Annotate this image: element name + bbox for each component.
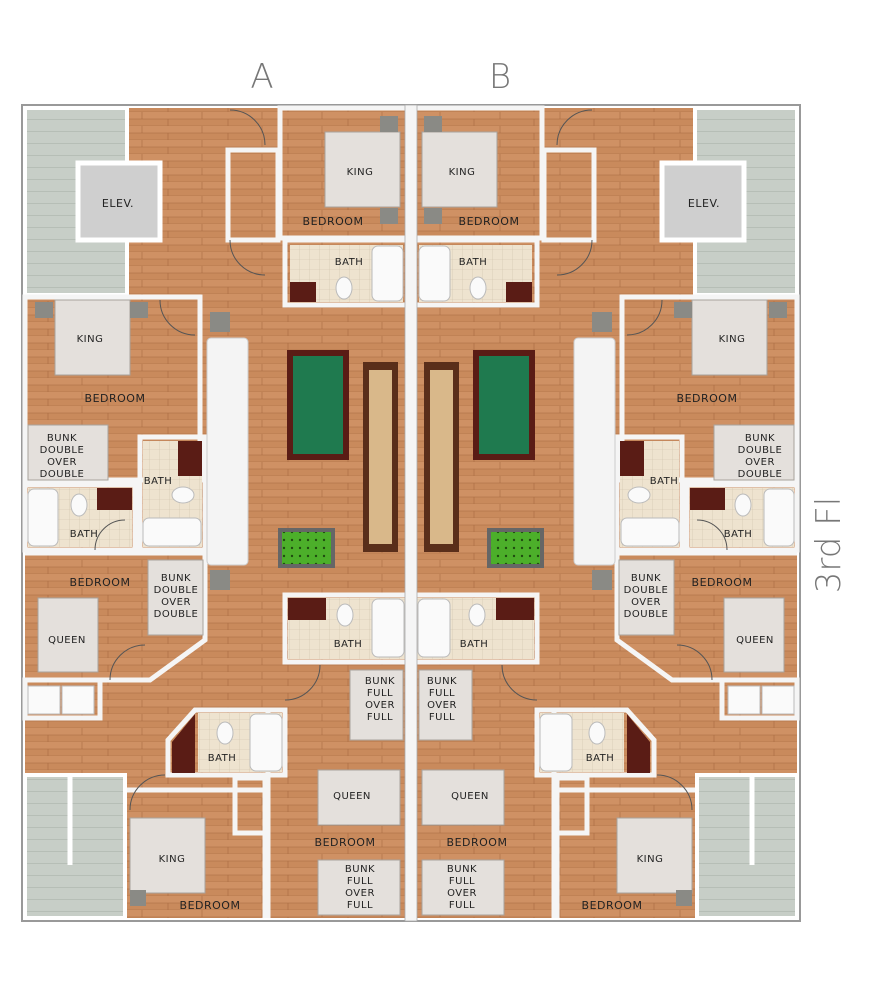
- bed-label: FULL: [429, 712, 455, 723]
- bed-label: BUNK: [447, 864, 477, 875]
- bed-label: DOUBLE: [154, 585, 199, 596]
- bed-label: FULL: [367, 688, 393, 699]
- bed-label: DOUBLE: [40, 445, 85, 456]
- room-label: BATH: [70, 529, 99, 540]
- bed-label: KING: [719, 334, 746, 345]
- bed-label: OVER: [47, 457, 77, 468]
- bed-label: KING: [637, 854, 664, 865]
- bed-label: FULL: [449, 900, 475, 911]
- bed-label: BUNK: [745, 433, 775, 444]
- bed-label: KING: [159, 854, 186, 865]
- room-label: BEDROOM: [692, 576, 753, 589]
- room-label: BATH: [334, 639, 363, 650]
- room-label: BATH: [586, 753, 615, 764]
- bed-label: KING: [449, 167, 476, 178]
- bed-label: OVER: [447, 888, 477, 899]
- room-label: BATH: [650, 476, 679, 487]
- bed-label: QUEEN: [48, 635, 86, 646]
- room-label: BEDROOM: [582, 899, 643, 912]
- party-wall: [404, 104, 418, 922]
- room-label: BEDROOM: [677, 392, 738, 405]
- bed-label: BUNK: [47, 433, 77, 444]
- bed-label: DOUBLE: [624, 609, 669, 620]
- floor-label: 3rd Fl: [809, 497, 849, 593]
- unit-a-label: A: [250, 57, 273, 97]
- bed-label: FULL: [347, 900, 373, 911]
- bed-label: FULL: [347, 876, 373, 887]
- bed-label: OVER: [745, 457, 775, 468]
- room-label: ELEV.: [688, 197, 720, 210]
- room-label: BEDROOM: [447, 836, 508, 849]
- bed-label: KING: [77, 334, 104, 345]
- unit-b-labels: ELEV.KINGBEDROOMBATHKINGBEDROOMBUNKDOUBL…: [427, 167, 782, 912]
- room-label: BATH: [459, 257, 488, 268]
- room-label: BEDROOM: [315, 836, 376, 849]
- bed-label: FULL: [449, 876, 475, 887]
- room-label: ELEV.: [102, 197, 134, 210]
- unit-b-label: B: [489, 57, 511, 97]
- bed-label: QUEEN: [333, 791, 371, 802]
- unit-a-labels: ELEV. KING BEDROOM BATH KING BEDROOM BUN…: [40, 167, 395, 912]
- room-label: BATH: [144, 476, 173, 487]
- bed-label: QUEEN: [736, 635, 774, 646]
- bed-label: DOUBLE: [738, 445, 783, 456]
- bed-label: BUNK: [631, 573, 661, 584]
- bed-label: FULL: [429, 688, 455, 699]
- bed-label: BUNK: [427, 676, 457, 687]
- bed-label: BUNK: [345, 864, 375, 875]
- bed-label: FULL: [367, 712, 393, 723]
- bed-label: OVER: [345, 888, 375, 899]
- bed-label: BUNK: [161, 573, 191, 584]
- room-label: BEDROOM: [180, 899, 241, 912]
- bed-label: BUNK: [365, 676, 395, 687]
- room-label: BATH: [724, 529, 753, 540]
- room-label: BEDROOM: [70, 576, 131, 589]
- bed-label: DOUBLE: [154, 609, 199, 620]
- room-label: BATH: [460, 639, 489, 650]
- bed-label: DOUBLE: [624, 585, 669, 596]
- bed-label: DOUBLE: [40, 469, 85, 480]
- room-label: BEDROOM: [85, 392, 146, 405]
- bed-label: QUEEN: [451, 791, 489, 802]
- bed-label: KING: [347, 167, 374, 178]
- bed-label: OVER: [161, 597, 191, 608]
- bed-label: OVER: [365, 700, 395, 711]
- bed-label: OVER: [427, 700, 457, 711]
- room-label: BATH: [335, 257, 364, 268]
- room-label: BEDROOM: [303, 215, 364, 228]
- bed-label: OVER: [631, 597, 661, 608]
- bed-label: DOUBLE: [738, 469, 783, 480]
- room-label: BATH: [208, 753, 237, 764]
- room-label: BEDROOM: [459, 215, 520, 228]
